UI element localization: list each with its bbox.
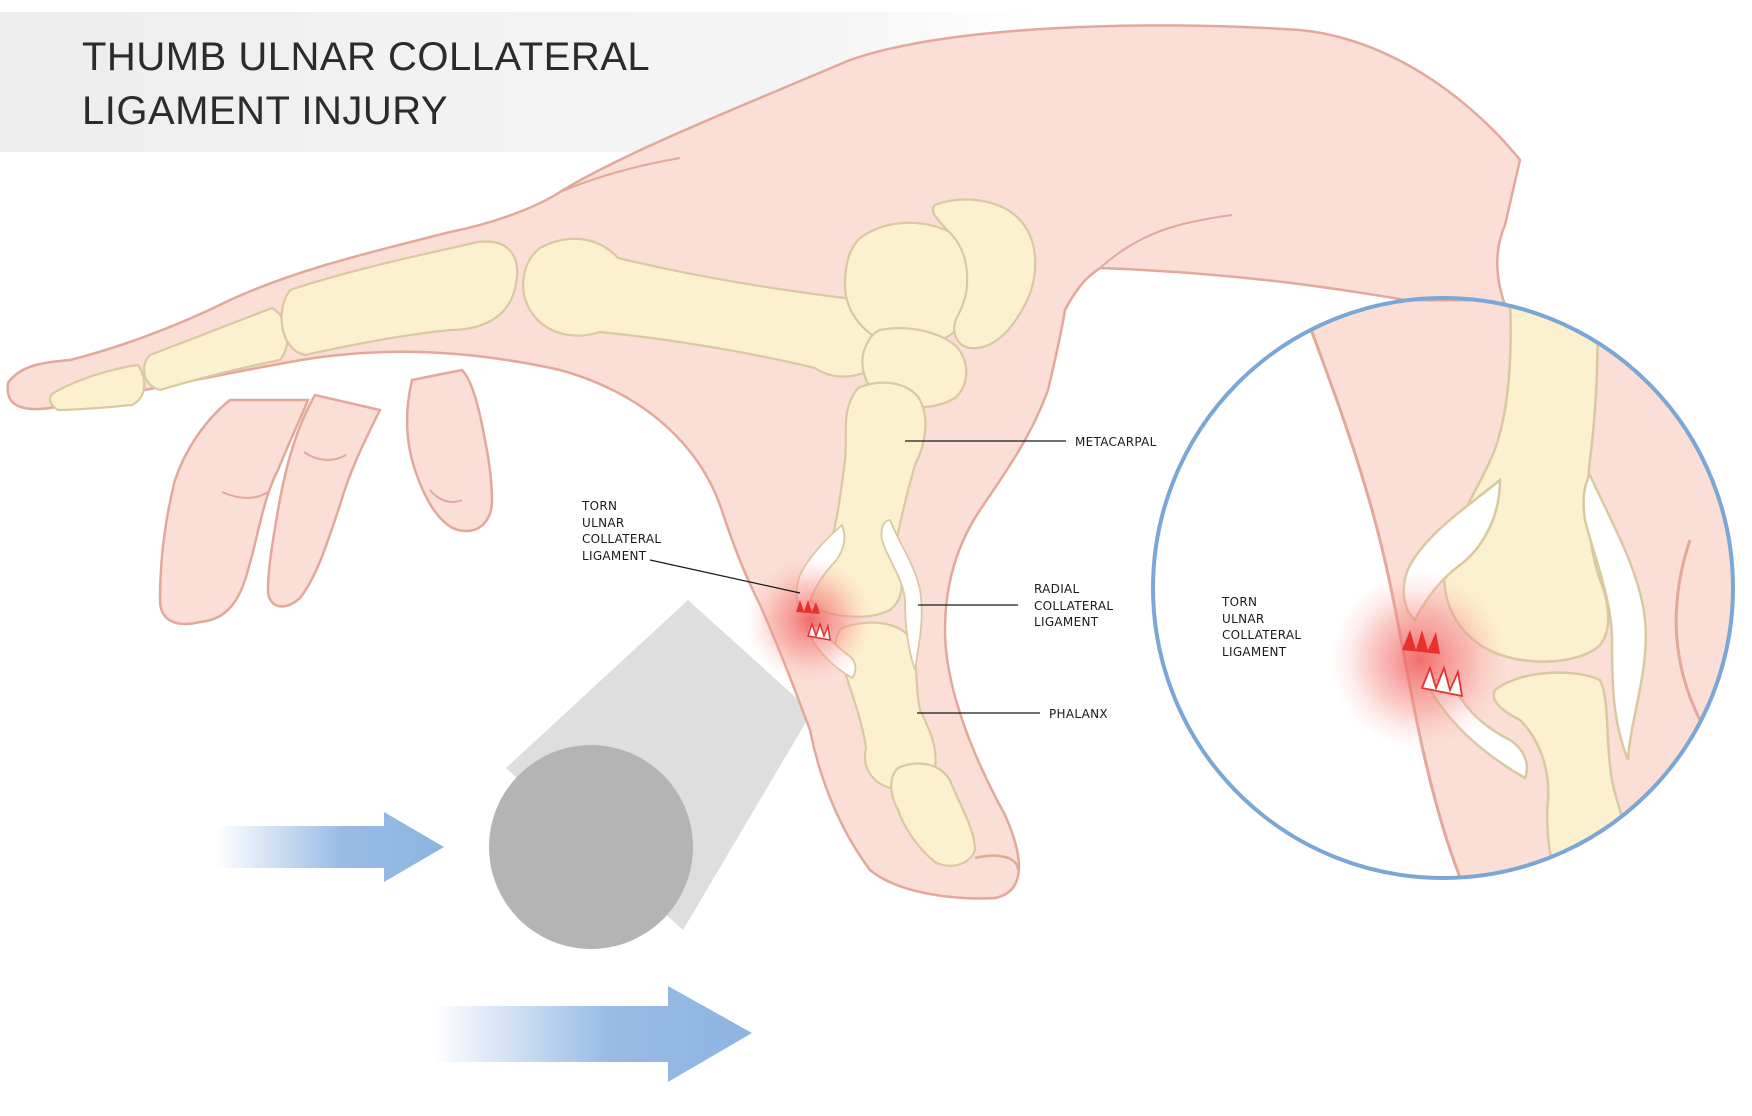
label-radial-line: LIGAMENT — [1034, 615, 1099, 629]
finger-index — [405, 368, 494, 533]
inset-bone-metacarpal — [1442, 298, 1610, 663]
radial-collateral-ligament — [880, 519, 923, 671]
finger-crease-2 — [303, 451, 347, 461]
metacarpal-index — [522, 237, 880, 378]
inset-circle-border — [1151, 296, 1735, 880]
label-torn-ulnar-collateral-ligament: TORN ULNAR COLLATERAL LIGAMENT — [582, 498, 661, 564]
inset-injury-glow — [1330, 570, 1510, 750]
finger-crease-3 — [429, 489, 463, 503]
label-torn-ulnar-line: TORN — [582, 499, 618, 513]
torn-fibers-lower — [807, 621, 831, 641]
finger-ring — [158, 398, 310, 626]
finger-bones — [49, 198, 1037, 412]
impact-object-face — [489, 745, 693, 949]
injury-site — [746, 556, 874, 684]
inset-torn-fibers-lower — [1420, 665, 1464, 698]
label-phalanx: PHALANX — [1049, 706, 1108, 723]
page-title-line-1: THUMB ULNAR COLLATERAL — [82, 35, 651, 79]
proximal-phalanx-index — [280, 240, 519, 357]
distal-phalanx-index — [49, 363, 146, 412]
leader-torn-ulnar — [649, 559, 801, 594]
hand — [6, 24, 1522, 900]
finger-crease-1 — [221, 491, 269, 499]
label-inset-torn-line: COLLATERAL — [1222, 628, 1302, 642]
torn-fibers-upper — [796, 600, 820, 614]
carpal-capitate — [843, 221, 976, 348]
label-radial-line: RADIAL — [1034, 582, 1080, 596]
carpal-hamate — [931, 198, 1037, 350]
finger-middle — [266, 393, 382, 608]
injury-glow — [746, 556, 874, 684]
label-torn-ulnar-line: COLLATERAL — [582, 532, 662, 546]
inset-magnified-view — [1151, 296, 1735, 880]
label-inset-torn-ulnar-collateral-ligament: TORN ULNAR COLLATERAL LIGAMENT — [1222, 594, 1301, 660]
label-phalanx-text: PHALANX — [1049, 707, 1108, 721]
thumb-bones — [795, 381, 977, 867]
wrist-crease — [1099, 214, 1233, 269]
thumb-distal-phalanx — [890, 762, 977, 867]
force-arrow-upper — [216, 812, 444, 882]
label-radial-line: COLLATERAL — [1034, 598, 1114, 613]
impact-object-shadow — [506, 600, 812, 930]
thumb-nail — [974, 854, 1020, 871]
label-inset-torn-line: LIGAMENT — [1222, 644, 1287, 659]
label-inset-torn-line: ULNAR — [1222, 611, 1265, 626]
label-metacarpal: METACARPAL — [1075, 434, 1157, 451]
page-title-line-2: LIGAMENT INJURY — [82, 89, 449, 133]
label-torn-ulnar-line: ULNAR — [582, 515, 625, 530]
back-crease — [559, 157, 681, 193]
page-title: THUMB ULNAR COLLATERAL LIGAMENT INJURY — [82, 30, 650, 138]
middle-phalanx-index — [142, 306, 289, 392]
label-radial-collateral-ligament: RADIAL COLLATERAL LIGAMENT — [1034, 581, 1113, 631]
hand-skin — [6, 24, 1522, 900]
force-arrow-lower — [432, 986, 752, 1082]
label-metacarpal-text: METACARPAL — [1075, 435, 1157, 449]
inset-radial-ligament — [1582, 472, 1647, 761]
force-arrows — [216, 812, 752, 1082]
impact-object — [506, 600, 812, 930]
inset-torn-fibers-upper — [1402, 630, 1440, 654]
inset-skin-right-edge — [1674, 539, 1702, 721]
label-torn-ulnar-line: LIGAMENT — [582, 548, 647, 563]
label-inset-torn-line: TORN — [1222, 595, 1258, 609]
thumb-metacarpal — [809, 381, 927, 618]
